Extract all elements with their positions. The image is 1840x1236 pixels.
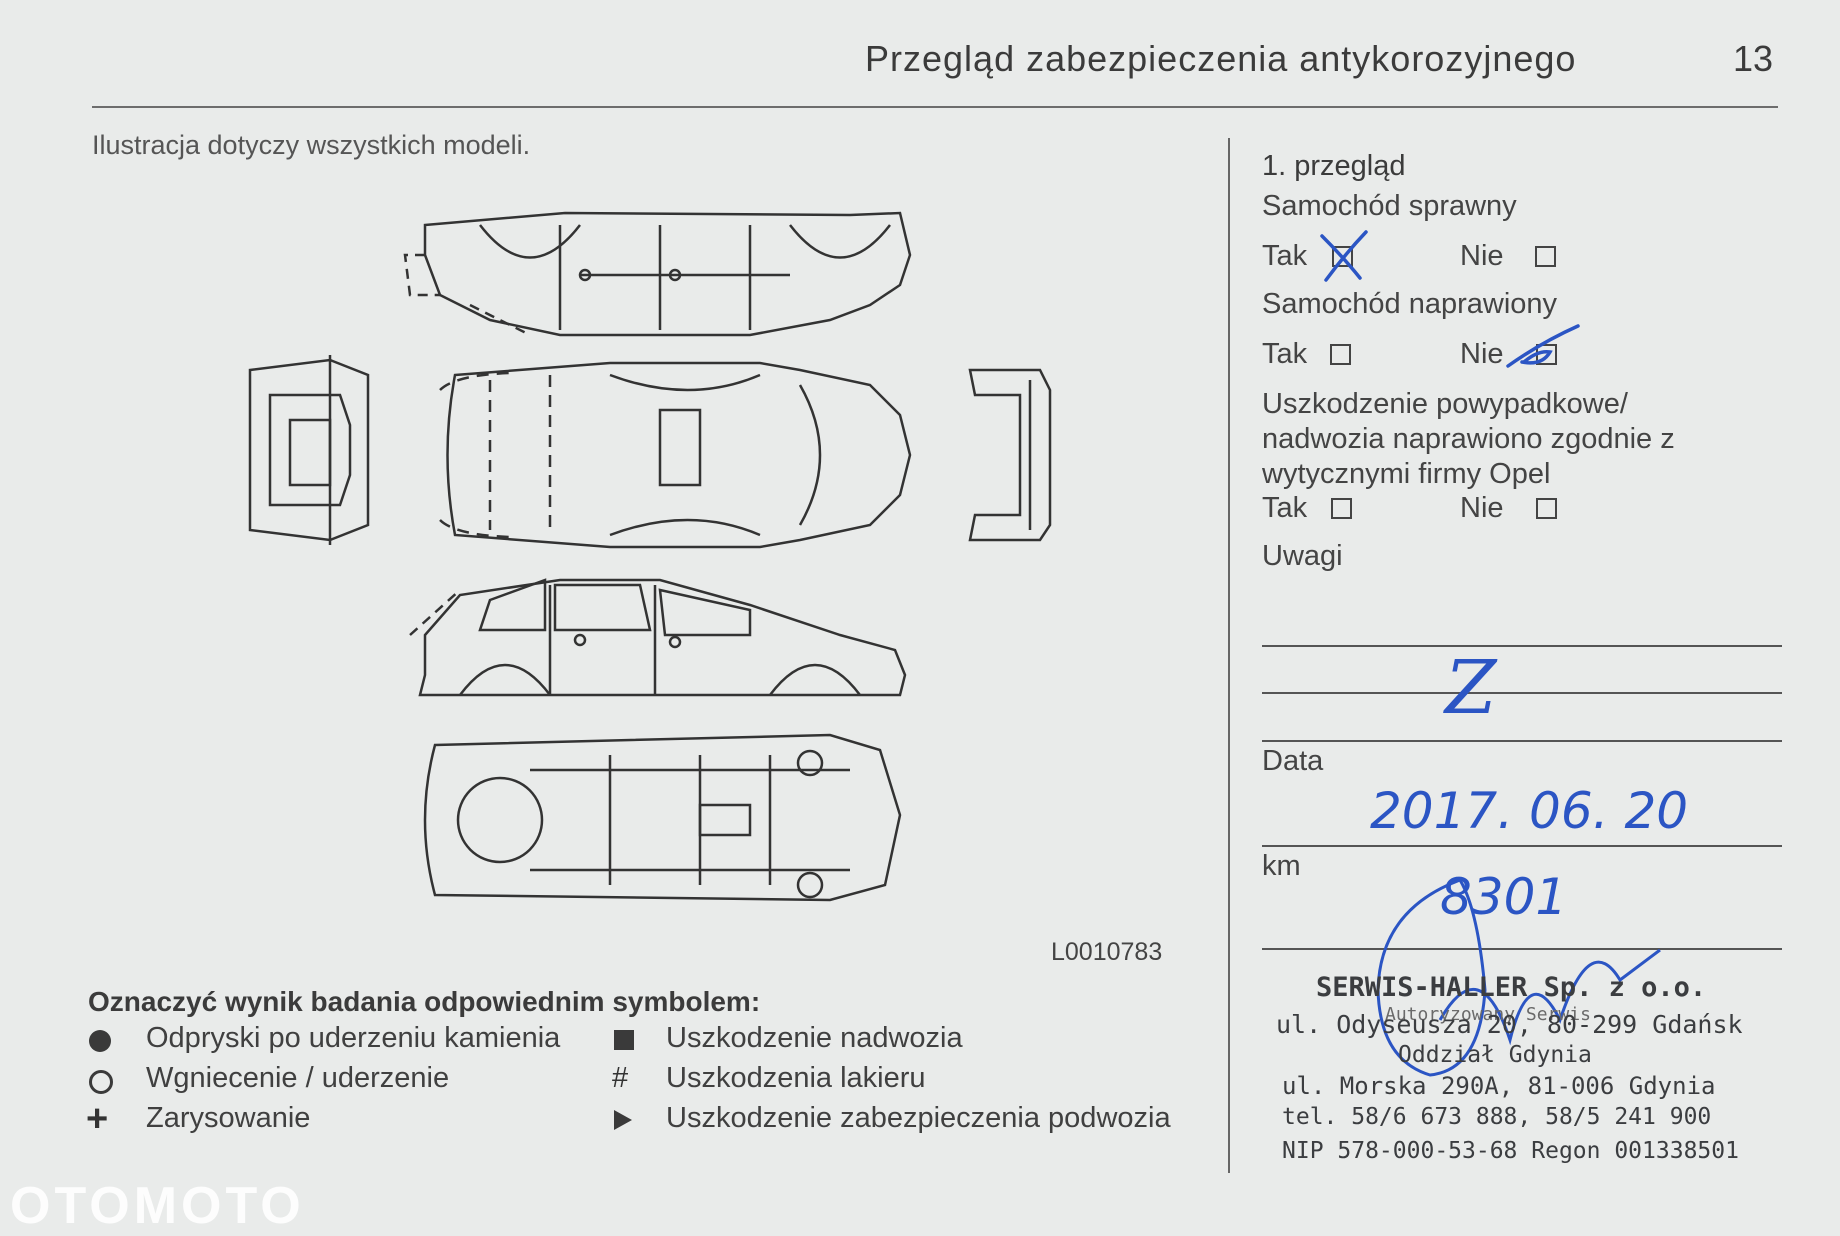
date-line: [1262, 845, 1782, 847]
yes-checkbox[interactable]: [1332, 246, 1353, 267]
yes-label: Tak: [1262, 240, 1308, 272]
remarks-line: [1262, 740, 1782, 742]
no-checkbox[interactable]: [1536, 498, 1557, 519]
yes-checkbox[interactable]: [1330, 344, 1351, 365]
legend-label: Uszkodzenie nadwozia: [666, 1022, 963, 1054]
date-label: Data: [1262, 745, 1324, 777]
km-label: km: [1262, 850, 1301, 882]
car-body-diagram: [248, 211, 1052, 902]
filled-circle-icon: [89, 1030, 111, 1052]
legend-label: Zarysowanie: [146, 1102, 311, 1134]
car-side-view-top: [403, 211, 912, 337]
remarks-label: Uwagi: [1262, 540, 1343, 572]
signature-icon: [1376, 878, 1661, 1077]
stamp-subtitle: Autoryzowany Serwis: [1385, 1004, 1591, 1025]
check-mark-icon: [1506, 324, 1580, 368]
triangle-icon: [614, 1110, 632, 1130]
remarks-line: [1262, 645, 1782, 647]
remarks-line: [1262, 692, 1782, 694]
stamp-phones: tel. 58/6 673 888, 58/5 241 900: [1282, 1104, 1712, 1130]
check-mark-icon: [1320, 230, 1368, 282]
stamp-branch: Oddział Gdynia: [1398, 1042, 1592, 1068]
question-label: wytycznymi firmy Opel: [1262, 458, 1551, 490]
legend-label: Uszkodzenia lakieru: [666, 1062, 926, 1094]
legend-label: Odpryski po uderzeniu kamienia: [146, 1022, 561, 1054]
page-number: 13: [1733, 38, 1774, 79]
no-label: Nie: [1460, 240, 1504, 272]
intro-text: Ilustracja dotyczy wszystkich modeli.: [92, 130, 531, 160]
stamp-address-1: ul. Odyseusza 20, 80-299 Gdańsk: [1276, 1010, 1743, 1039]
diagram-code: L0010783: [1051, 938, 1163, 966]
question-label: Uszkodzenie powypadkowe/: [1262, 388, 1628, 420]
watermark-logo: OTOMOTO: [10, 1177, 305, 1235]
page-header-title: Przegląd zabezpieczenia antykorozyjnego: [865, 38, 1577, 79]
hash-icon: #: [612, 1062, 629, 1094]
plus-icon: +: [86, 1098, 109, 1140]
stamp-address-2: ul. Morska 290A, 81-006 Gdynia: [1282, 1072, 1716, 1100]
handwritten-remark: Z: [1445, 645, 1497, 731]
no-checkbox[interactable]: [1535, 246, 1556, 267]
car-top-view: [439, 361, 912, 549]
column-divider: [1228, 138, 1230, 1173]
question-label: Samochód sprawny: [1262, 190, 1517, 222]
car-underbody-view: [423, 733, 902, 902]
date-value: 2017. 06. 20: [1370, 782, 1689, 840]
car-rear-view: [968, 368, 1052, 542]
yes-checkbox[interactable]: [1331, 498, 1352, 519]
yes-label: Tak: [1262, 492, 1308, 524]
legend-title: Oznaczyć wynik badania odpowiednim symbo…: [88, 986, 761, 1017]
inspection-heading: 1. przegląd: [1262, 150, 1406, 182]
stamp-ids: NIP 578-000-53-68 Regon 001338501: [1282, 1138, 1739, 1164]
car-front-view: [248, 355, 370, 545]
km-line: [1262, 948, 1782, 950]
open-circle-icon: [89, 1070, 113, 1094]
no-label: Nie: [1460, 492, 1504, 524]
question-label: Samochód naprawiony: [1262, 288, 1558, 320]
yes-label: Tak: [1262, 338, 1308, 370]
km-value: 8301: [1440, 868, 1568, 926]
stamp-company-name: SERWIS-HALLER Sp. z o.o.: [1316, 972, 1707, 1003]
legend-label: Wgniecenie / uderzenie: [146, 1062, 450, 1094]
legend-label: Uszkodzenie zabezpieczenia podwozia: [666, 1102, 1171, 1134]
car-side-view-bottom: [409, 578, 907, 697]
filled-square-icon: [614, 1030, 634, 1050]
header-divider: [92, 106, 1778, 108]
no-label: Nie: [1460, 338, 1504, 370]
question-label: nadwozia naprawiono zgodnie z: [1262, 423, 1675, 455]
